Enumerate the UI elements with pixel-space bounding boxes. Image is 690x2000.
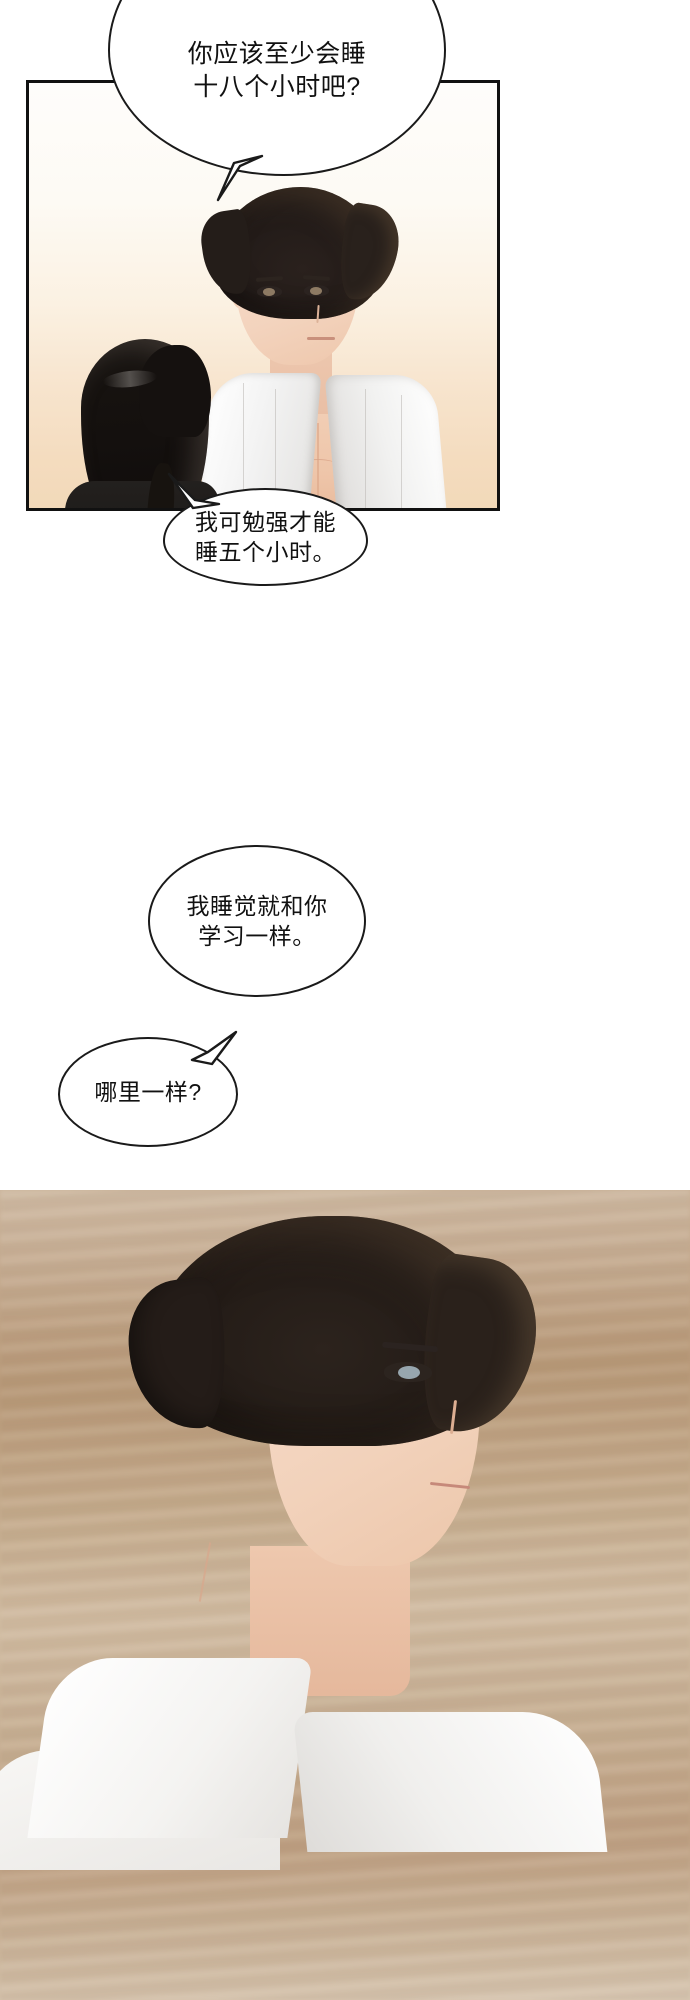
boy-hair-profile [152,1216,508,1446]
robe-fold [243,383,245,508]
speech-bubble-1-text: 你应该至少会睡 十八个小时吧? [187,40,367,101]
boy-eye-profile [384,1362,432,1382]
robe-fold [365,389,367,508]
boy-eye-right [304,285,329,296]
girl-bangs [139,345,211,437]
boy-eye-left [257,286,282,297]
robe-fold [401,395,403,508]
speech-bubble-1-tail [200,150,270,204]
speech-bubble-4-text: 哪里一样? [94,1078,202,1105]
comic-panel-2 [0,1190,690,2000]
speech-bubble-4-tail [186,1030,242,1072]
speech-bubble-3: 我睡觉就和你 学习一样。 [148,845,366,997]
robe-fold [275,389,277,508]
boy-neck-line [198,1542,212,1602]
boy-robe-right [324,375,448,508]
speech-bubble-2-tail [165,470,225,516]
boy-hair [215,187,383,319]
boy-chest-line [297,459,339,474]
boy-shirt-collar-right [292,1712,608,1852]
speech-bubble-3-text: 我睡觉就和你 学习一样。 [186,892,328,949]
boy-mouth [307,337,335,340]
speech-bubble-2-text: 我可勉强才能 睡五个小时。 [195,508,336,565]
boy-shirt-collar-left [27,1658,313,1838]
